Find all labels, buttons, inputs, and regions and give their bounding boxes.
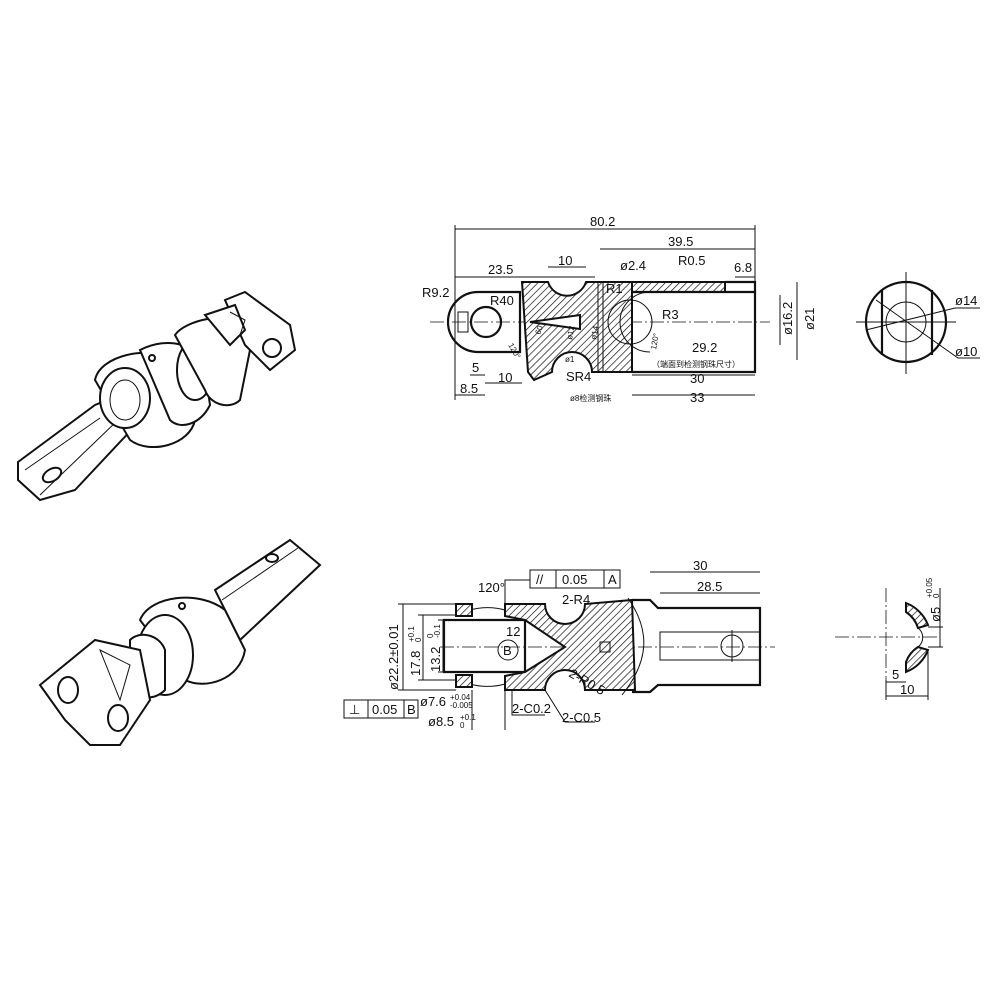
dim-12: 12 <box>506 624 520 639</box>
tol-7-6-lower: -0.005 <box>450 701 473 710</box>
perpendicularity-tolerance: 0.05 <box>372 702 397 717</box>
dim-6-8: 6.8 <box>734 260 752 275</box>
dim-17-8: 17.8 <box>408 651 423 676</box>
dim-8-5: 8.5 <box>460 381 478 396</box>
tol-17-8-upper: +0.1 <box>407 626 416 642</box>
dim-10-seat: 10 <box>900 682 914 697</box>
dim-5-seat: 5 <box>892 667 899 682</box>
dim-dia-14: ø14 <box>589 325 600 341</box>
tol-13-2-upper: 0 <box>426 633 435 638</box>
top-view-dimensions: 80.2 39.5 23.5 10 ø2.4 R0.5 6.8 R9.2 R40… <box>422 214 817 405</box>
dim-angle-120-bottom: 120° <box>478 580 505 595</box>
tol-8-5-upper: +0.1 <box>460 713 476 722</box>
dim-dia-16-2: ø16.2 <box>780 302 795 335</box>
dim-10-bottom: 10 <box>498 370 512 385</box>
tol-dia-5-upper: +0.05 <box>925 577 934 598</box>
dim-33: 33 <box>690 390 704 405</box>
dim-23-5: 23.5 <box>488 262 513 277</box>
tol-17-8-lower: 0 <box>414 637 423 642</box>
dim-dia-1: ø1 <box>565 355 575 364</box>
dim-angle-60: 60° <box>533 321 546 335</box>
dim-13-2: 13.2 <box>428 647 443 672</box>
dim-r1: R1 <box>606 281 623 296</box>
dim-dia-8-ball: ø8检测钢珠 <box>570 393 611 403</box>
dim-dia-2-4: ø2.4 <box>620 258 646 273</box>
isometric-view-lower <box>38 538 322 746</box>
dim-r3: R3 <box>662 307 679 322</box>
section-view-top: 80.2 39.5 23.5 10 ø2.4 R0.5 6.8 R9.2 R40… <box>422 214 817 405</box>
dim-dia-12: ø12 <box>565 325 576 341</box>
dim-dia-22-2: ø22.2±0.01 <box>386 624 401 690</box>
dim-30-bottom: 30 <box>693 558 707 573</box>
dim-dia-14-end: ø14 <box>955 293 977 308</box>
dim-2-r4: 2-R4 <box>562 592 590 607</box>
dim-2-c0-5: 2-C0.5 <box>562 710 601 725</box>
isometric-view-upper <box>17 290 297 502</box>
parallelism-symbol: // <box>536 572 544 587</box>
dim-10-top: 10 <box>558 253 572 268</box>
dim-dia-8-5: ø8.5 <box>428 714 454 729</box>
perpendicularity-datum: B <box>407 702 416 717</box>
dim-5: 5 <box>472 360 479 375</box>
dim-80-2: 80.2 <box>590 214 615 229</box>
parallelism-tolerance: 0.05 <box>562 572 587 587</box>
end-view: ø14 ø10 <box>856 272 980 374</box>
parallelism-tolerance-frame: // 0.05 A <box>529 569 621 589</box>
datum-b-label: B <box>503 643 512 658</box>
ball-seat-view: ø5 +0.05 0 5 10 <box>835 577 943 700</box>
dim-29-2: 29.2 <box>692 340 717 355</box>
dim-dia-5: ø5 <box>928 607 943 622</box>
dim-r0-5: R0.5 <box>678 253 705 268</box>
tol-dia-5-lower: 0 <box>932 593 941 598</box>
tol-8-5-lower: 0 <box>460 721 465 730</box>
dim-sr4: SR4 <box>566 369 591 384</box>
dim-dia-7-6: ø7.6 <box>420 694 446 709</box>
tol-13-2-lower: -0.1 <box>433 624 442 638</box>
perpendicularity-tolerance-frame: ⊥ 0.05 B <box>343 699 419 719</box>
parallelism-datum: A <box>608 572 617 587</box>
dim-2-c0-2: 2-C0.2 <box>512 701 551 716</box>
section-view-bottom: B 120° 2-R4 12 ø22.2±0.01 17.8 +0.1 0 13… <box>343 558 775 730</box>
dim-r40: R40 <box>490 293 514 308</box>
note-end-face-to-ball: （端面到检测钢珠尺寸） <box>652 359 740 369</box>
dim-dia-21: ø21 <box>802 308 817 330</box>
dim-dia-10-end: ø10 <box>955 344 977 359</box>
dim-30: 30 <box>690 371 704 386</box>
dim-r9-2: R9.2 <box>422 285 449 300</box>
perpendicularity-symbol: ⊥ <box>349 702 360 717</box>
dim-28-5: 28.5 <box>697 579 722 594</box>
tol-7-6-upper: +0.04 <box>450 693 471 702</box>
dim-angle-120-right: 120° <box>649 332 661 350</box>
dim-39-5: 39.5 <box>668 234 693 249</box>
